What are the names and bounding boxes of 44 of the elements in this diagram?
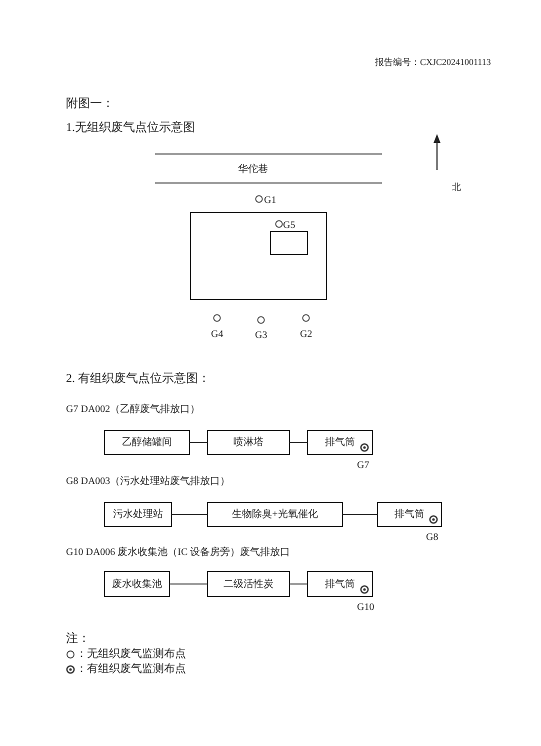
process-box — [207, 571, 290, 597]
point-label: G5 — [283, 219, 296, 233]
process-box — [207, 502, 343, 527]
legend-text: ：无组织废气监测布点 — [76, 646, 186, 662]
text-label: G8 DA003（污水处理站废气排放口） — [66, 474, 230, 489]
process-label: 生物除臭+光氧催化 — [232, 508, 318, 522]
process-box — [377, 502, 442, 527]
text-label: 华佗巷 — [238, 162, 268, 177]
process-box — [104, 502, 172, 527]
text-label: G1 — [264, 194, 276, 208]
connector-line — [172, 514, 208, 515]
building-outline — [270, 231, 308, 255]
text-label: 报告编号：CXJC20241001113 — [375, 56, 491, 69]
process-label: 喷淋塔 — [234, 436, 264, 450]
connector-line — [342, 514, 378, 515]
text-label: G7 DA002（乙醇废气排放口） — [66, 402, 200, 417]
process-label: 排气筒 — [394, 508, 424, 522]
process-box — [307, 571, 373, 597]
point-label: G8 — [426, 531, 438, 545]
text-label: 2. 有组织废气点位示意图： — [66, 370, 210, 387]
process-box — [307, 430, 373, 455]
process-label: 二级活性炭 — [224, 578, 274, 592]
legend-text: ：有组织废气监测布点 — [76, 662, 186, 677]
text-label: G2 — [300, 328, 312, 342]
point-label: G7 — [357, 459, 370, 473]
text-label: 1.无组织废气点位示意图 — [66, 119, 195, 136]
point-label: G10 — [357, 601, 374, 615]
process-box — [207, 430, 290, 455]
text-label: 注： — [66, 630, 90, 647]
process-label: 排气筒 — [325, 578, 355, 592]
text-label: G3 — [255, 329, 268, 343]
text-label: G4 — [211, 328, 224, 342]
process-label: 乙醇储罐间 — [122, 436, 172, 450]
text-label: 北 — [452, 181, 461, 194]
connector-line — [290, 442, 308, 443]
process-label: 废水收集池 — [112, 578, 162, 592]
text-label: 附图一： — [66, 95, 114, 112]
process-box — [104, 571, 170, 597]
text-label: G10 DA006 废水收集池（IC 设备房旁）废气排放口 — [66, 546, 290, 560]
process-box — [104, 430, 190, 455]
connector-line — [190, 442, 208, 443]
process-label: 排气筒 — [325, 436, 355, 450]
site-outline — [190, 212, 327, 300]
process-label: 污水处理站 — [113, 508, 163, 522]
